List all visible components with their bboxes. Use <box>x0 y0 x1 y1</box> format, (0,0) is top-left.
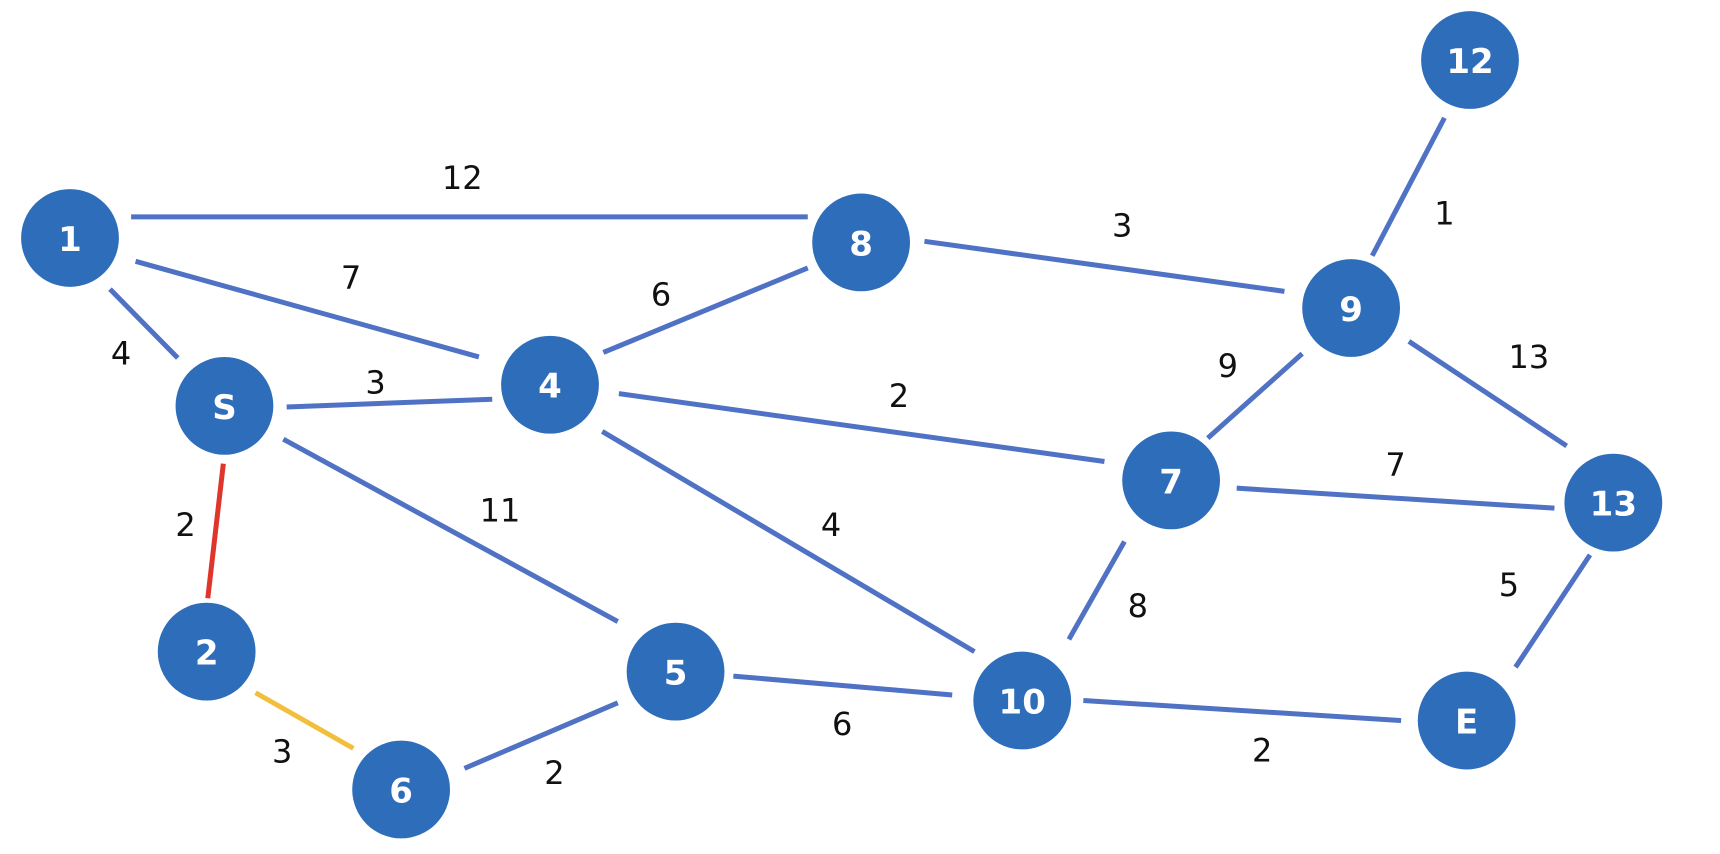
edge-weight-2-6: 3 <box>272 733 292 771</box>
edge-weight-9-12: 1 <box>1434 195 1454 233</box>
edge-4-7 <box>618 391 1105 464</box>
edge-weight-5-10: 6 <box>832 705 852 743</box>
node-circle <box>973 651 1072 750</box>
node-5: 5 <box>626 622 725 721</box>
edge-weight-S-5: 11 <box>480 491 521 529</box>
node-label: 5 <box>664 654 688 694</box>
node-label: S <box>212 388 237 428</box>
edge-weight-9-13: 13 <box>1509 338 1550 376</box>
edge-weight-1-S: 4 <box>111 335 131 373</box>
node-circle <box>21 189 119 287</box>
node-6: 6 <box>352 740 450 839</box>
node-label: 10 <box>999 683 1046 723</box>
edge-5-10 <box>733 673 953 698</box>
edge-weight-4-8: 6 <box>651 276 671 314</box>
node-label: 12 <box>1446 42 1493 82</box>
edge-7-13 <box>1236 485 1555 511</box>
edge-1-S <box>108 287 180 360</box>
node-circle <box>175 356 274 455</box>
node-circle <box>812 193 910 292</box>
edge-weight-7-13: 7 <box>1385 446 1405 484</box>
node-circle <box>1302 259 1400 357</box>
edge-2-6 <box>254 690 355 751</box>
node-9: 9 <box>1302 259 1400 357</box>
edge-weight-10-E: 2 <box>1252 732 1272 770</box>
edge-S-4 <box>286 396 493 410</box>
node-label: 4 <box>538 367 562 407</box>
edge-weight-1-8: 12 <box>442 159 483 197</box>
edge-S-5 <box>282 437 619 624</box>
node-E: E <box>1417 671 1516 770</box>
edge-7-10 <box>1066 540 1127 641</box>
node-S: S <box>175 356 274 455</box>
node-label: 7 <box>1159 462 1183 502</box>
node-label: E <box>1455 703 1478 743</box>
edge-S-2 <box>205 463 226 599</box>
node-circle <box>1564 453 1663 552</box>
node-label: 9 <box>1339 290 1363 330</box>
edge-4-10 <box>600 429 976 654</box>
node-circle <box>1421 11 1519 109</box>
edge-weight-S-2: 2 <box>175 506 195 544</box>
node-7: 7 <box>1122 431 1220 530</box>
node-circle <box>352 740 450 839</box>
node-circle <box>1417 671 1516 770</box>
node-12: 12 <box>1421 11 1519 109</box>
edge-10-E <box>1083 698 1402 724</box>
node-circle <box>626 622 725 721</box>
edge-1-4 <box>134 258 480 360</box>
node-circle <box>157 602 256 701</box>
edge-weight-13-E: 5 <box>1499 566 1519 604</box>
edge-8-9 <box>924 238 1285 294</box>
edge-9-13 <box>1407 339 1569 448</box>
node-8: 8 <box>812 193 910 292</box>
edge-weight-7-10: 8 <box>1128 587 1148 625</box>
node-10: 10 <box>973 651 1072 750</box>
edge-9-12 <box>1370 116 1447 257</box>
edge-4-8 <box>602 265 809 355</box>
edge-weight-4-7: 2 <box>889 377 909 415</box>
node-label: 6 <box>389 772 413 812</box>
edges-layer <box>108 116 1593 771</box>
edge-9-7 <box>1206 351 1304 440</box>
edge-weight-8-9: 3 <box>1112 207 1132 245</box>
edge-weight-4-10: 4 <box>821 506 841 544</box>
edge-weight-S-4: 3 <box>365 364 385 402</box>
node-4: 4 <box>501 335 599 434</box>
node-1: 1 <box>21 189 119 287</box>
edge-6-5 <box>463 700 619 771</box>
node-circle <box>501 335 599 434</box>
node-2: 2 <box>157 602 256 701</box>
node-label: 8 <box>849 224 873 264</box>
node-label: 1 <box>58 220 82 260</box>
edge-13-E <box>1513 553 1593 669</box>
node-label: 13 <box>1590 485 1637 525</box>
node-circle <box>1122 431 1220 530</box>
edge-weight-9-7: 9 <box>1218 347 1238 385</box>
edge-weight-1-4: 7 <box>341 259 361 297</box>
node-13: 13 <box>1564 453 1663 552</box>
node-label: 2 <box>195 634 219 674</box>
edge-weight-6-5: 2 <box>544 754 564 792</box>
